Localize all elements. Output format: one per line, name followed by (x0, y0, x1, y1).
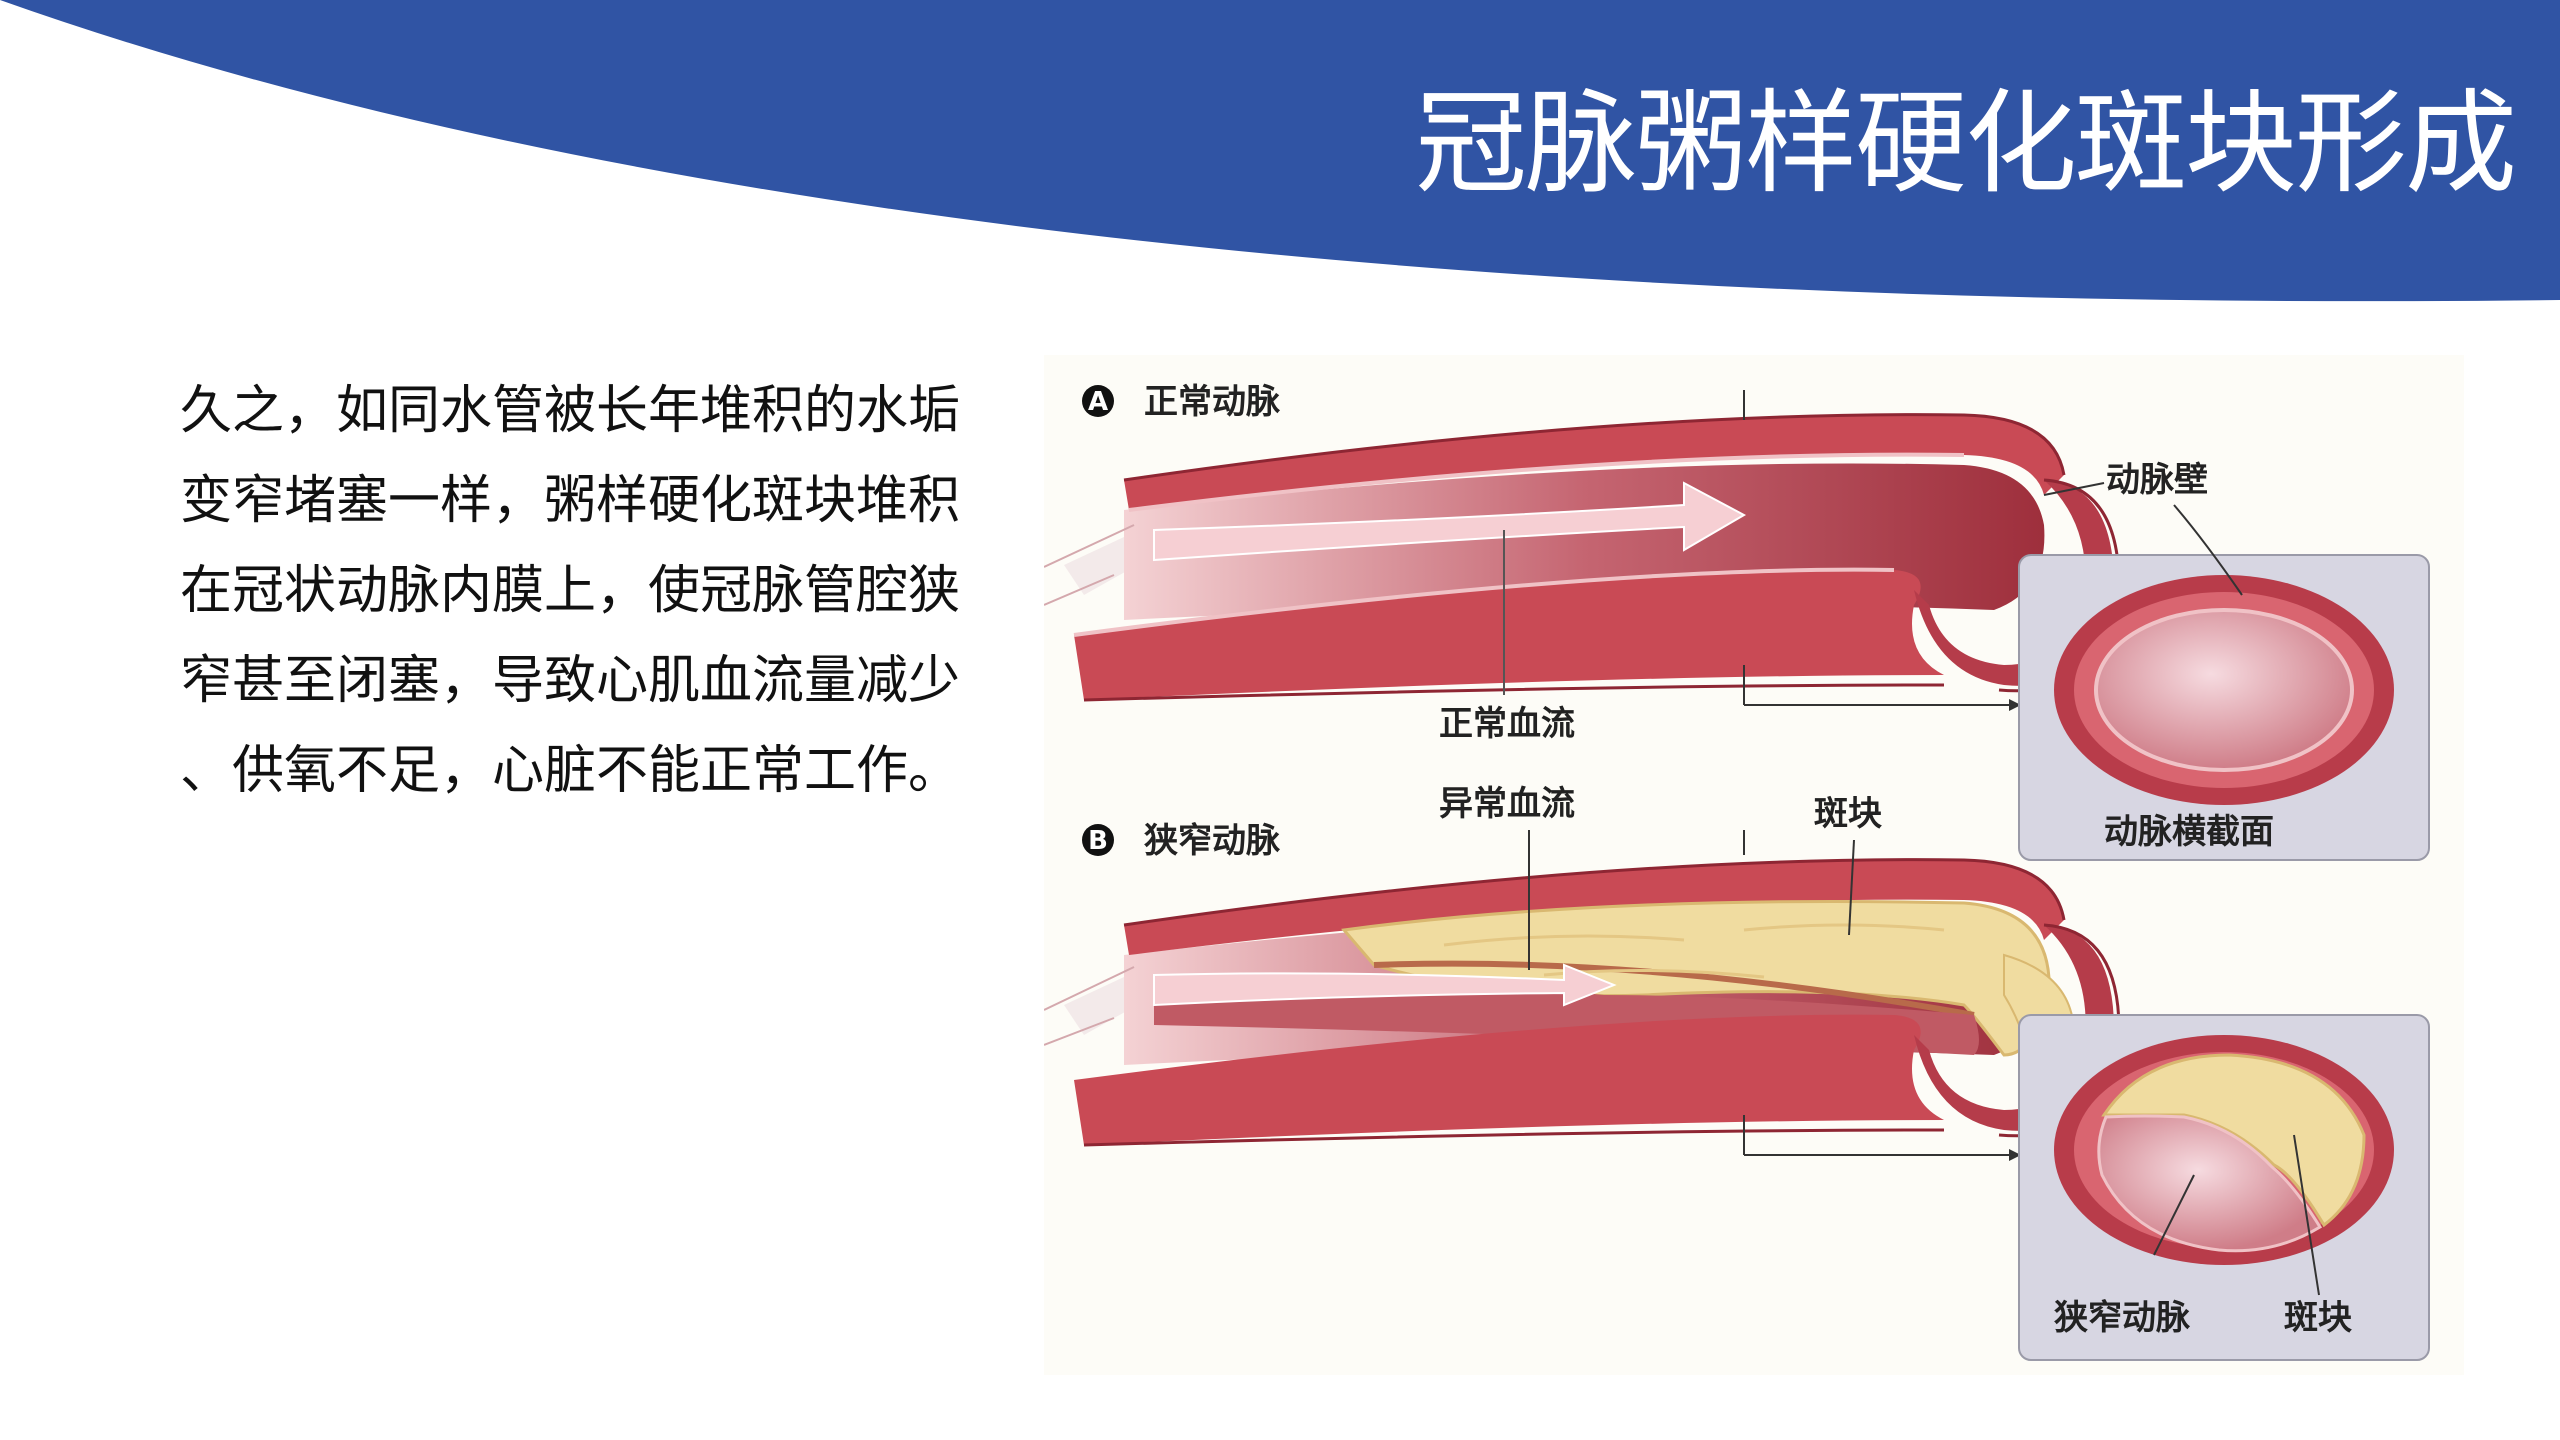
label-plaque: 斑块 (1814, 794, 1882, 834)
page-title: 冠脉粥样硬化斑块形成 (1415, 79, 2517, 209)
badge-a: A (1088, 387, 1108, 417)
flow-arrow-a (1153, 481, 1747, 562)
artery-illustration: A 正常动脉 正常血流 动脉壁 (1044, 355, 2464, 1375)
label-narrow-artery: 狭窄动脉 (1144, 821, 1281, 861)
cross-section-plaque (2101, 1053, 2366, 1228)
body-line: 、供氧不足，心脏不能正常工作。 (180, 741, 961, 801)
artery-wall-top-a (1124, 414, 2064, 510)
body-line: 在冠状动脉内膜上，使冠脉管腔狭 (180, 561, 961, 621)
panel-a: A 正常动脉 正常血流 动脉壁 (1044, 382, 2430, 861)
body-line: 变窄堵塞一样，粥样硬化斑块堆积 (180, 471, 961, 531)
badge-b: B (1088, 826, 1108, 856)
body-paragraph: 久之，如同水管被长年堆积的水垢 变窄堵塞一样，粥样硬化斑块堆积 在冠状动脉内膜上… (180, 366, 1010, 816)
cross-section-lumen-a (2094, 608, 2354, 772)
header-banner (0, 0, 2560, 302)
badge-b-icon (1082, 824, 1114, 856)
label-abnormal-flow: 异常血流 (1439, 784, 1575, 824)
badge-a-icon (1082, 385, 1114, 417)
label-artery-wall: 动脉壁 (2106, 460, 2208, 500)
label-normal-flow: 正常血流 (1439, 704, 1575, 744)
label-cross-section: 动脉横截面 (2104, 812, 2274, 852)
label-cross-plaque: 斑块 (2284, 1298, 2352, 1338)
artery-wall-bottom-a (1074, 569, 1944, 700)
cross-section-lumen-b (2097, 1114, 2323, 1253)
body-line: 窄甚至闭塞，导致心肌血流量减少 (180, 651, 961, 711)
label-normal-artery: 正常动脉 (1144, 382, 1281, 422)
label-cross-narrow: 狭窄动脉 (2054, 1298, 2191, 1338)
panel-b: B 狭窄动脉 异常血流 斑块 (1044, 784, 2430, 1361)
body-line: 久之，如同水管被长年堆积的水垢 (180, 381, 961, 441)
flow-arrow-b (1153, 963, 1617, 1007)
artery-wall-bottom-b (1074, 1014, 1944, 1145)
